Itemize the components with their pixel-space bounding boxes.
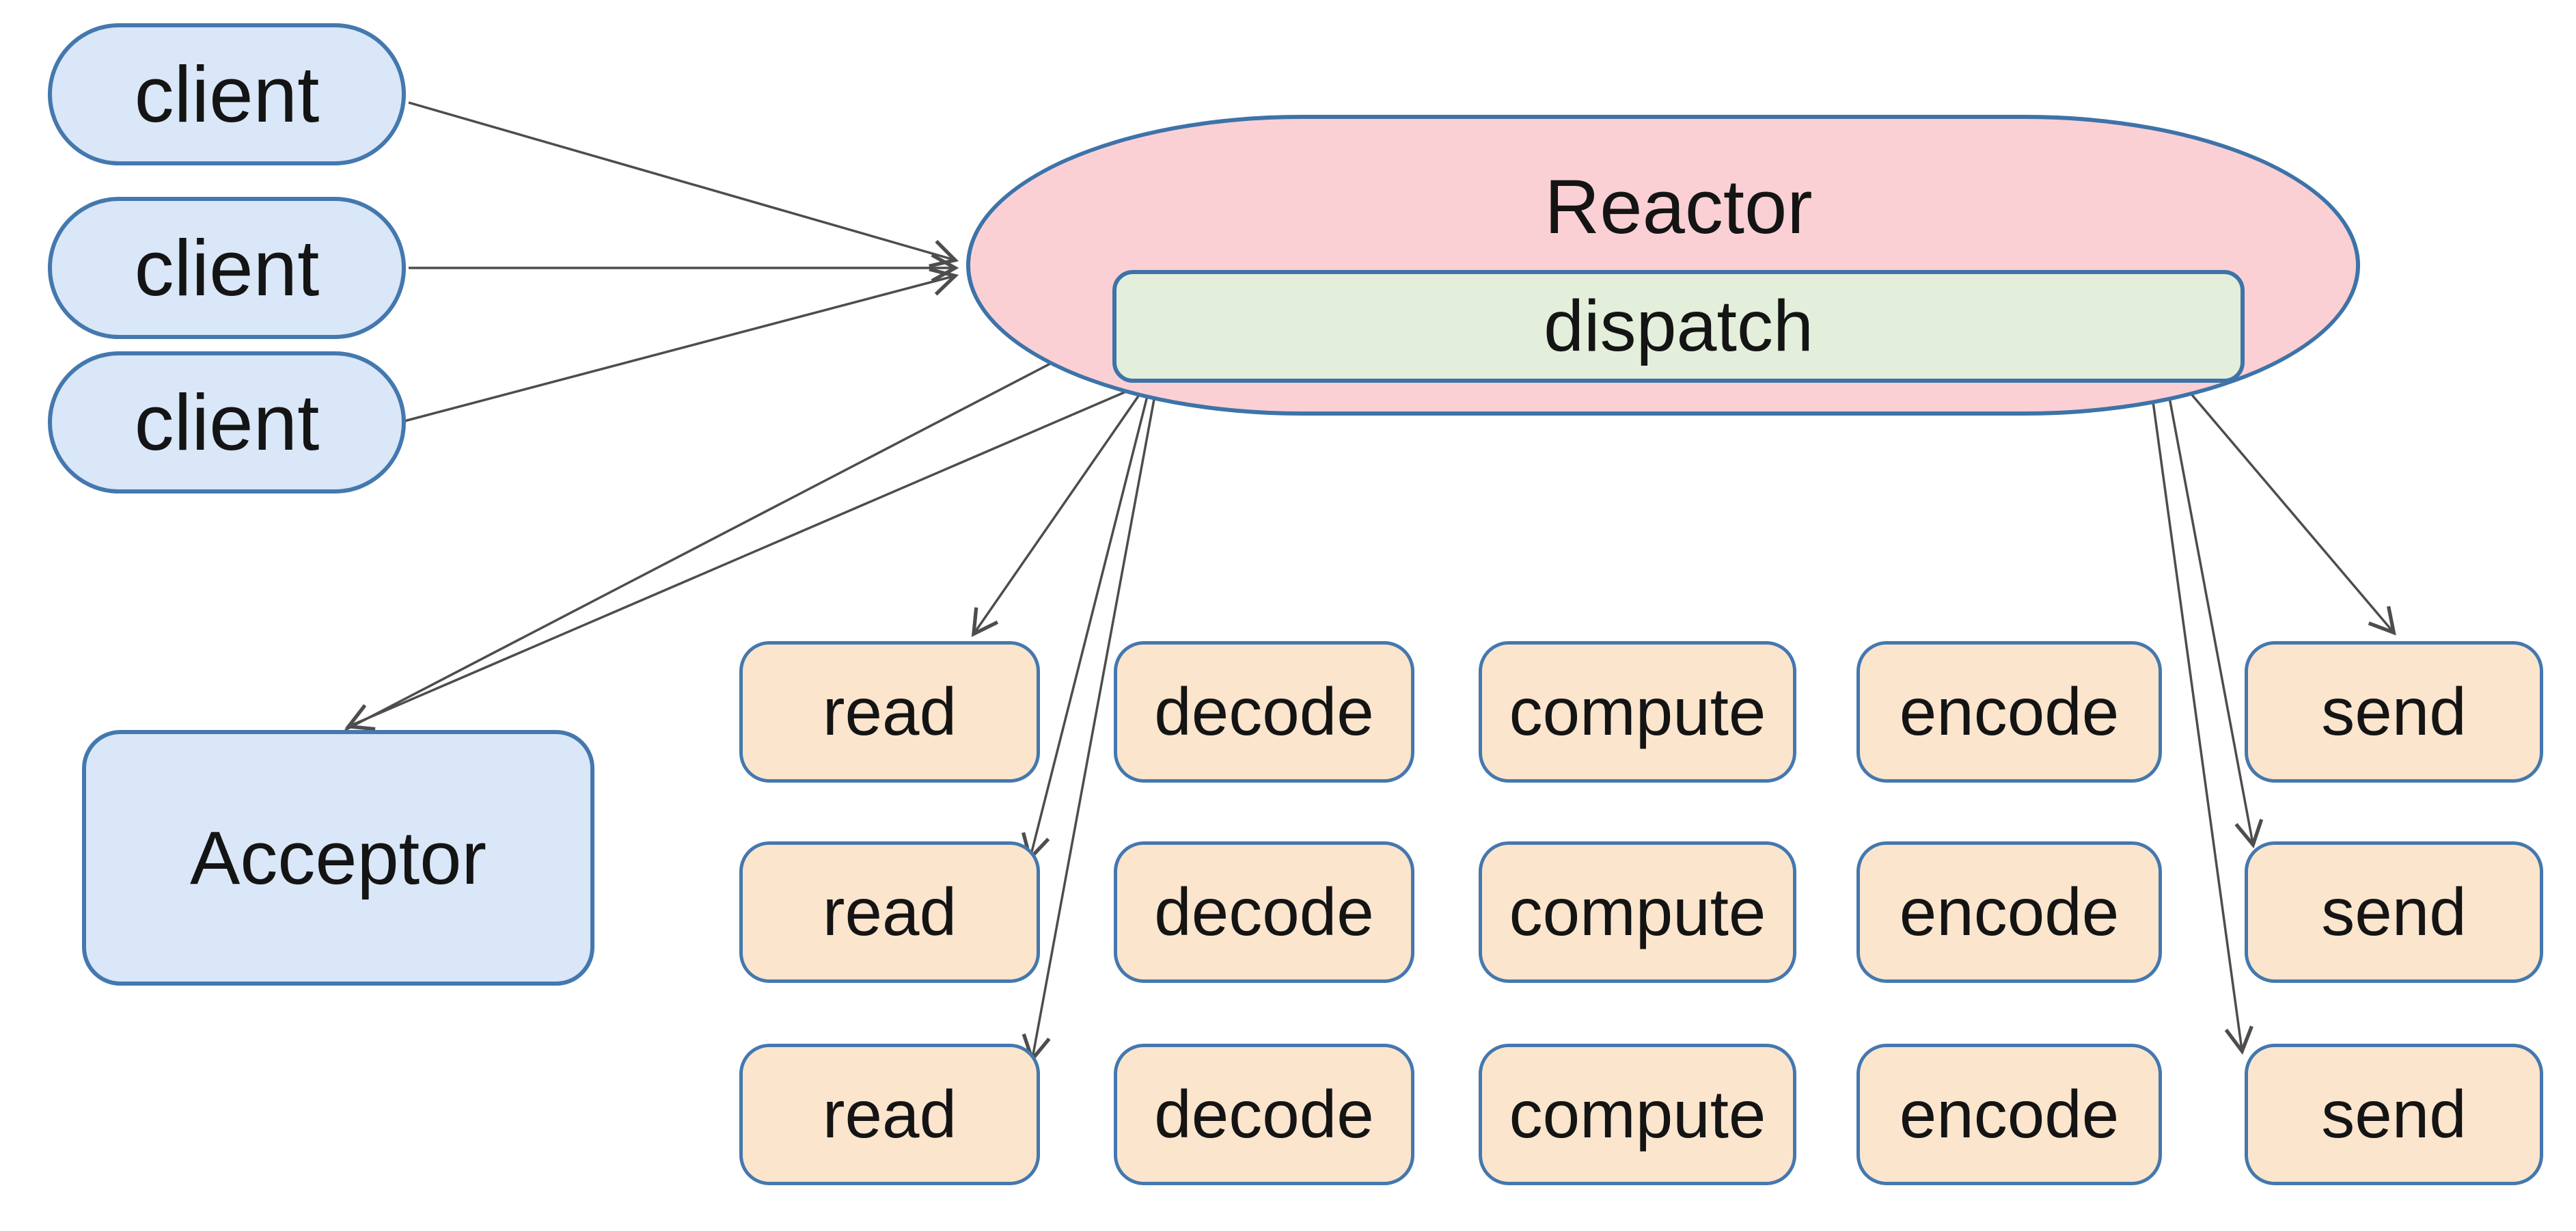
worker-label: encode — [1899, 1077, 2120, 1152]
arrow-dispatch-to-send-1 — [2184, 385, 2396, 636]
worker-send-3: send — [2245, 1044, 2543, 1185]
worker-label: decode — [1154, 1077, 1374, 1152]
worker-label: send — [2321, 674, 2467, 749]
worker-read-2: read — [739, 841, 1040, 983]
dispatch-label: dispatch — [1544, 286, 1813, 366]
worker-read-1: read — [739, 641, 1040, 783]
arrow-dispatch-to-read-2 — [1021, 388, 1151, 863]
client-label: client — [134, 50, 320, 139]
worker-decode-1: decode — [1114, 641, 1414, 783]
worker-label: send — [2321, 874, 2467, 949]
client-node-2: client — [48, 197, 406, 339]
worker-label: read — [822, 674, 957, 749]
worker-label: read — [822, 874, 957, 949]
worker-encode-1: encode — [1856, 641, 2162, 783]
client-node-1: client — [48, 23, 406, 165]
worker-compute-3: compute — [1479, 1044, 1796, 1185]
worker-label: compute — [1509, 674, 1766, 749]
worker-compute-2: compute — [1479, 841, 1796, 983]
worker-label: encode — [1899, 674, 2120, 749]
dispatch-node: dispatch — [1112, 270, 2245, 383]
worker-label: compute — [1509, 874, 1766, 949]
worker-label: read — [822, 1077, 957, 1152]
worker-read-3: read — [739, 1044, 1040, 1185]
worker-label: compute — [1509, 1077, 1766, 1152]
worker-compute-1: compute — [1479, 641, 1796, 783]
worker-decode-2: decode — [1114, 841, 1414, 983]
worker-label: decode — [1154, 674, 1374, 749]
client-label: client — [134, 224, 320, 312]
client-node-3: client — [48, 351, 406, 493]
arrow-dispatch-to-send-3 — [2150, 386, 2253, 1055]
worker-decode-3: decode — [1114, 1044, 1414, 1185]
arrow-client-3-to-reactor — [404, 267, 959, 422]
worker-encode-2: encode — [1856, 841, 2162, 983]
client-label: client — [134, 378, 320, 467]
worker-label: send — [2321, 1077, 2467, 1152]
worker-label: encode — [1899, 874, 2120, 949]
arrow-client-1-to-reactor — [408, 101, 959, 268]
acceptor-label: Acceptor — [189, 815, 487, 900]
worker-send-1: send — [2245, 641, 2543, 783]
arrow-dispatch-to-send-2 — [2166, 386, 2264, 849]
worker-encode-3: encode — [1856, 1044, 2162, 1185]
worker-send-2: send — [2245, 841, 2543, 983]
arrow-dispatch-to-read-1 — [971, 388, 1145, 638]
acceptor-node: Acceptor — [82, 730, 594, 986]
reactor-label: Reactor — [1544, 164, 1813, 249]
worker-label: decode — [1154, 874, 1374, 949]
